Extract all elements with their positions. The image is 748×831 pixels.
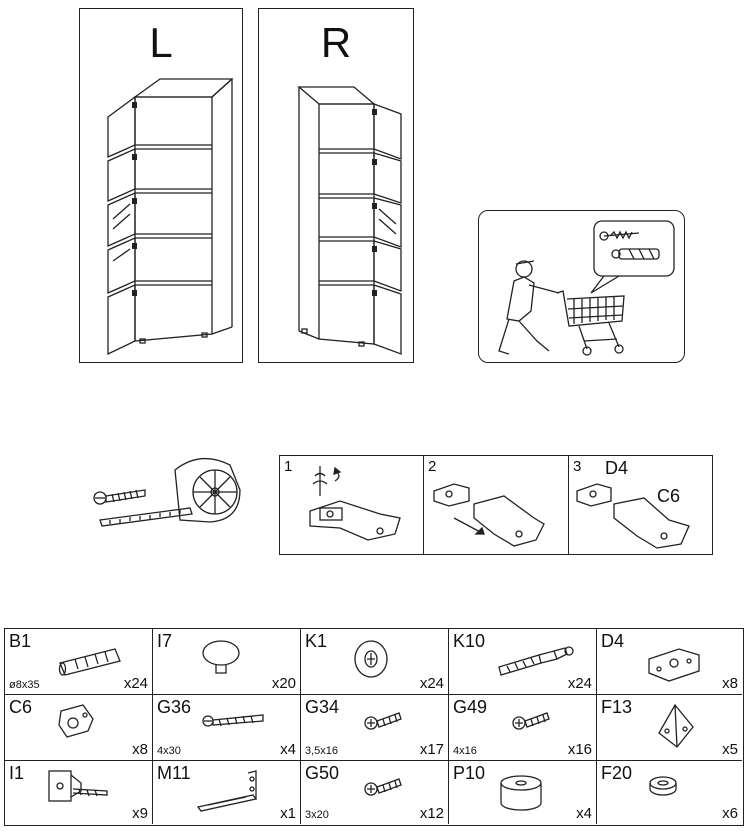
hinge-icon [58, 704, 94, 738]
part-code: F20 [601, 763, 633, 783]
part-code: G34 [305, 697, 340, 717]
part-cell-f13: F13 x5 [597, 695, 742, 761]
cam-bolt-icon [498, 646, 574, 676]
part-quantity: x16 [567, 741, 592, 758]
hinge-plate-icon [648, 648, 700, 682]
wall-anchor-icon [48, 770, 108, 802]
cabinet-right-illustration [297, 86, 402, 355]
part-cell-i1: I1 x9 [5, 761, 153, 824]
part-dimension: 4x16 [453, 745, 477, 757]
shopping-man-icon [498, 220, 675, 356]
corner-bracket-icon [658, 703, 694, 748]
hinge-screw-adjust-icon [309, 466, 401, 541]
part-quantity: x20 [271, 675, 296, 692]
long-screw-icon [202, 714, 264, 727]
part-code: G50 [305, 763, 340, 783]
part-code: C6 [9, 697, 33, 717]
step-2-number: 2 [428, 458, 437, 475]
part-cell-g36: G36 4x30 x4 [153, 695, 301, 761]
part-cell-d4: D4 x8 [597, 629, 742, 695]
part-dimension: 3,5x16 [305, 745, 339, 757]
part-cell-i7: I7 x20 [153, 629, 301, 695]
short-screw-icon [512, 712, 550, 730]
part-quantity: x8 [132, 741, 148, 758]
step-3-number: 3 [573, 458, 582, 475]
part-dimension: ø8x35 [9, 679, 40, 691]
cam-lock-icon [354, 640, 388, 678]
cabinet-right-label: R [320, 19, 352, 66]
part-quantity: x4 [576, 805, 592, 822]
cabinet-right-panel: R [258, 8, 414, 363]
part-code: D4 [601, 631, 625, 651]
short-screw-icon [364, 712, 402, 730]
cabinet-left-illustration [107, 78, 234, 356]
part-cell-b1: B1 ø8x35 x24 [5, 629, 153, 695]
part-code: K10 [453, 631, 486, 651]
foot-pad-icon [500, 775, 542, 811]
part-dimension: 4x30 [157, 745, 181, 757]
part-code: F13 [601, 697, 633, 717]
hinge-slide-on-icon [433, 483, 545, 547]
step-3-label-d4: D4 [605, 458, 629, 478]
step-3-label-c6: C6 [657, 486, 681, 506]
part-cell-k10: K10 x24 [449, 629, 597, 695]
part-code: M11 [157, 763, 191, 783]
part-code: I7 [157, 631, 173, 651]
purchase-wall-fixings-notice [478, 210, 685, 363]
part-cell-g49: G49 4x16 x16 [449, 695, 597, 761]
part-code: K1 [305, 631, 328, 651]
part-code: I1 [9, 763, 25, 783]
part-quantity: x24 [123, 675, 148, 692]
part-quantity: x5 [722, 741, 738, 758]
part-quantity: x1 [280, 805, 296, 822]
part-quantity: x6 [722, 805, 738, 822]
part-quantity: x24 [567, 675, 592, 692]
part-dimension: 3x20 [305, 809, 329, 821]
hinge-step-1: 1 [279, 455, 425, 555]
part-cell-g50: G50 3x20 x12 [301, 761, 449, 824]
cabinet-left-label: L [149, 19, 173, 66]
part-cell-g34: G34 3,5x16 x17 [301, 695, 449, 761]
part-code: G49 [453, 697, 488, 717]
part-code: B1 [9, 631, 32, 651]
short-screw-icon [364, 778, 402, 796]
part-code: G36 [157, 697, 192, 717]
part-cell-k1: K1 x24 [301, 629, 449, 695]
part-quantity: x17 [419, 741, 444, 758]
hinge-step-2: 2 [423, 455, 569, 555]
hinge-step-3: 3 D4 C6 [568, 455, 713, 555]
washer-icon [649, 776, 677, 796]
step-1-number: 1 [284, 458, 293, 475]
part-quantity: x12 [419, 805, 444, 822]
tools-screw-tape-measure-icon [93, 458, 241, 527]
part-quantity: x9 [132, 805, 148, 822]
part-code: P10 [453, 763, 486, 783]
hinge-assembled-icon [576, 483, 690, 549]
part-cell-p10: P10 x4 [449, 761, 597, 824]
part-quantity: x24 [419, 675, 444, 692]
part-quantity: x8 [722, 675, 738, 692]
cabinet-left-panel: L [79, 8, 243, 363]
part-quantity: x4 [280, 741, 296, 758]
part-cell-f20: F20 x6 [597, 761, 742, 824]
cap-icon [202, 640, 240, 674]
part-cell-c6: C6 x8 [5, 695, 153, 761]
part-cell-m11: M11 x1 [153, 761, 301, 824]
dowel-icon [58, 648, 121, 676]
shelf-bracket-icon [196, 770, 258, 812]
